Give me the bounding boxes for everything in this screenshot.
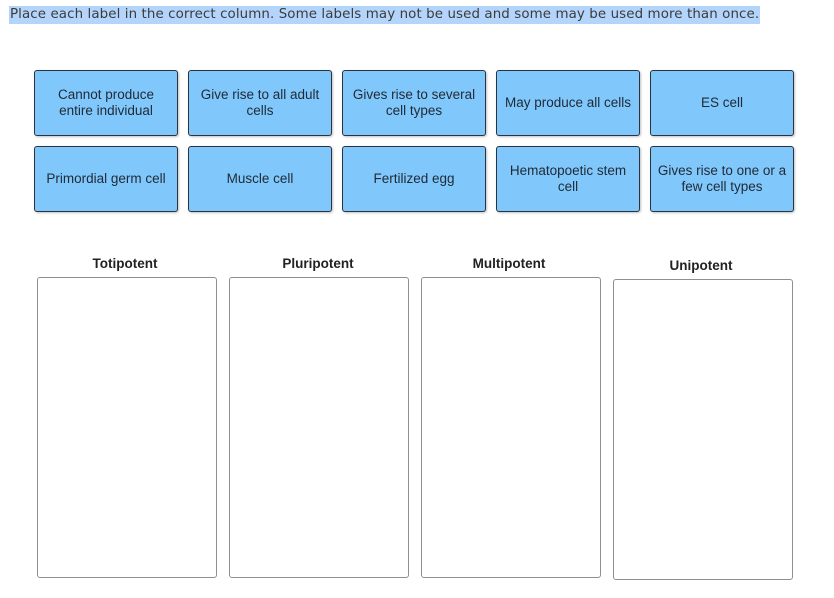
drag-label-fertilized-egg[interactable]: Fertilized egg	[342, 146, 486, 212]
instructions-text: Place each label in the correct column. …	[9, 6, 761, 24]
drag-label-text: ES cell	[700, 95, 744, 110]
drag-label-text: Give rise to all adult cells	[200, 87, 320, 118]
drag-label-text: May produce all cells	[504, 95, 632, 110]
drop-zone-pluripotent[interactable]	[229, 277, 409, 578]
drag-label-text: Muscle cell	[226, 171, 294, 186]
drag-label-gives-rise-to-several-cell-types[interactable]: Gives rise to several cell types	[342, 70, 486, 136]
drag-label-text: Primordial germ cell	[46, 171, 166, 186]
drag-label-hematopoetic-stem-cell[interactable]: Hematopoetic stem cell	[496, 146, 640, 212]
column-header-pluripotent: Pluripotent	[282, 256, 354, 271]
drag-label-give-rise-to-all-adult-cells[interactable]: Give rise to all adult cells	[188, 70, 332, 136]
drag-label-text: Hematopoetic stem cell	[509, 163, 627, 194]
drag-label-may-produce-all-cells[interactable]: May produce all cells	[496, 70, 640, 136]
drop-zone-totipotent[interactable]	[37, 277, 217, 578]
drag-label-text: Cannot produce entire individual	[57, 87, 155, 118]
drag-label-es-cell[interactable]: ES cell	[650, 70, 794, 136]
drag-label-primordial-germ-cell[interactable]: Primordial germ cell	[34, 146, 178, 212]
drop-zone-unipotent[interactable]	[613, 279, 793, 580]
drag-label-text: Gives rise to one or a few cell types	[657, 163, 787, 194]
column-header-unipotent: Unipotent	[669, 258, 733, 273]
drag-label-cannot-produce-entire-individual[interactable]: Cannot produce entire individual	[34, 70, 178, 136]
drag-label-text: Fertilized egg	[373, 171, 455, 186]
drag-label-gives-rise-to-one-or-a-few-cell-types[interactable]: Gives rise to one or a few cell types	[650, 146, 794, 212]
drag-label-muscle-cell[interactable]: Muscle cell	[188, 146, 332, 212]
drop-zone-multipotent[interactable]	[421, 277, 601, 578]
drag-label-text: Gives rise to several cell types	[352, 87, 476, 118]
column-header-multipotent: Multipotent	[472, 256, 546, 271]
column-header-totipotent: Totipotent	[92, 256, 158, 271]
